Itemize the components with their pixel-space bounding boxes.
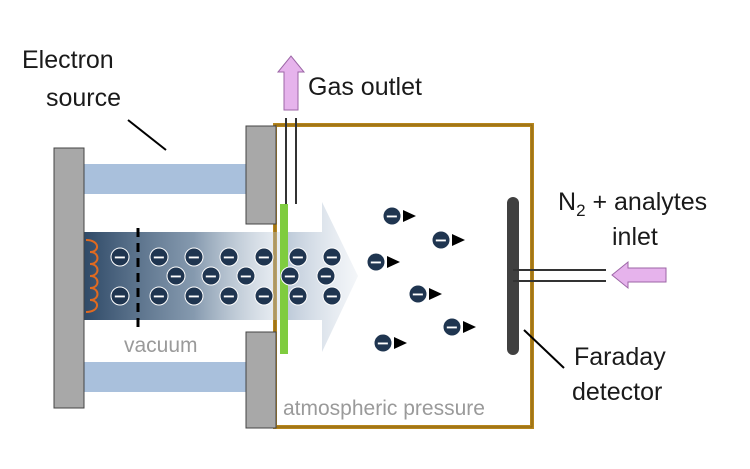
drifting-ion: −: [431, 230, 465, 250]
drifting-ion: −: [366, 252, 400, 272]
svg-text:−: −: [113, 287, 126, 306]
ion: −: [316, 266, 336, 286]
filament-coil: [85, 239, 99, 313]
svg-text:−: −: [152, 287, 165, 306]
inlet-label-line2: inlet: [612, 223, 658, 251]
drift-arrow: [394, 337, 407, 349]
ion: −: [236, 266, 256, 286]
drift-arrow: [463, 321, 476, 333]
svg-text:−: −: [325, 248, 338, 267]
gas-outlet-label: Gas outlet: [308, 73, 422, 101]
faraday-leader: [523, 329, 565, 369]
ion: −: [149, 247, 169, 267]
ion: −: [254, 286, 274, 306]
svg-text:−: −: [369, 253, 382, 272]
electron-source-leader: [127, 119, 167, 151]
ion: −: [288, 247, 308, 267]
beam-ions: −−−−−−−−−−−−−−−−−−−: [110, 247, 342, 306]
ion: −: [201, 266, 221, 286]
faraday-label-line2: detector: [572, 378, 662, 406]
ion: −: [219, 247, 239, 267]
svg-text:−: −: [113, 248, 126, 267]
left-wall: [53, 147, 85, 409]
drift-ions: − − − − − −: [366, 206, 476, 353]
svg-text:−: −: [169, 267, 182, 286]
faraday-plate: [507, 197, 519, 355]
ion: −: [166, 266, 186, 286]
inlet-label-n: N: [558, 188, 576, 216]
drifting-ion: −: [442, 317, 476, 337]
svg-text:−: −: [239, 267, 252, 286]
gas-outlet-arrow: [276, 55, 306, 111]
svg-text:−: −: [319, 267, 332, 286]
ion: −: [219, 286, 239, 306]
drift-arrow: [452, 234, 465, 246]
drifting-ion: −: [382, 206, 416, 226]
inlet-label-subscript: 2: [576, 201, 585, 220]
svg-text:−: −: [445, 318, 458, 337]
ion: −: [110, 286, 130, 306]
svg-text:−: −: [434, 231, 447, 250]
svg-text:−: −: [325, 287, 338, 306]
svg-text:−: −: [187, 248, 200, 267]
ion: −: [254, 247, 274, 267]
drift-arrow: [403, 210, 416, 222]
svg-text:−: −: [222, 287, 235, 306]
inlet-arrow: [611, 260, 667, 290]
ion: −: [149, 286, 169, 306]
drift-arrow: [429, 288, 442, 300]
svg-text:−: −: [291, 287, 304, 306]
svg-text:−: −: [376, 334, 389, 353]
electron-source-label-line2: source: [46, 84, 121, 112]
ion: −: [280, 266, 300, 286]
upper-tube: [84, 164, 250, 194]
lower-block: [245, 331, 277, 429]
svg-text:−: −: [411, 285, 424, 304]
ion: −: [322, 286, 342, 306]
ion: −: [184, 286, 204, 306]
drifting-ion: −: [373, 333, 407, 353]
ion: −: [110, 247, 130, 267]
upper-block: [245, 125, 277, 225]
svg-text:−: −: [222, 248, 235, 267]
drift-arrow: [387, 256, 400, 268]
inlet-label-rest: + analytes: [586, 188, 708, 216]
lower-tube: [84, 362, 250, 392]
svg-text:−: −: [283, 267, 296, 286]
svg-text:−: −: [187, 287, 200, 306]
svg-text:−: −: [152, 248, 165, 267]
inlet-label-line1: N2 + analytes: [558, 188, 707, 220]
electron-source-label-line1: Electron: [22, 46, 114, 74]
vacuum-label: vacuum: [124, 334, 198, 357]
svg-text:−: −: [204, 267, 217, 286]
svg-text:−: −: [257, 287, 270, 306]
ion: −: [322, 247, 342, 267]
atmospheric-pressure-label: atmospheric pressure: [283, 397, 485, 420]
ion: −: [288, 286, 308, 306]
svg-text:−: −: [385, 207, 398, 226]
svg-text:−: −: [257, 248, 270, 267]
faraday-label-line1: Faraday: [574, 343, 666, 371]
drifting-ion: −: [408, 284, 442, 304]
ion: −: [184, 247, 204, 267]
svg-text:−: −: [291, 248, 304, 267]
